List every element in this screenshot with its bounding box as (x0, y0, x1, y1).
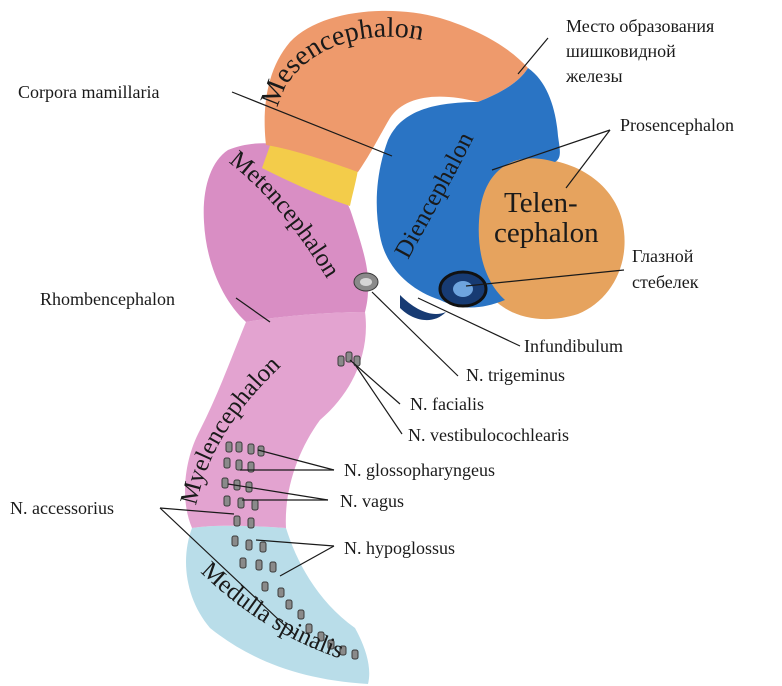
label-infundibulum: Infundibulum (524, 336, 623, 356)
label-optic-stalk-line2: стебелек (632, 272, 699, 292)
label-prosencephalon: Prosencephalon (620, 115, 734, 135)
label-pineal-line3: железы (565, 66, 623, 86)
label-optic-stalk-line1: Глазной (632, 246, 694, 266)
label-accessorius: N. accessorius (10, 498, 114, 518)
trigeminus-root (354, 273, 378, 291)
label-trigeminus: N. trigeminus (466, 365, 565, 385)
medulla-spinalis-shape (186, 526, 369, 684)
label-hypoglossus: N. hypoglossus (344, 538, 455, 558)
region-telencephalon-line2: cephalon (494, 217, 599, 249)
label-pineal-line1: Место образования (566, 16, 714, 36)
label-pineal-line2: шишковидной (566, 41, 676, 61)
region-telencephalon-line1: Telen- (504, 187, 578, 219)
label-corpora-mamillaria: Corpora mamillaria (18, 82, 159, 102)
label-vagus: N. vagus (340, 491, 404, 511)
label-glossopharyngeus: N. glossopharyngeus (344, 460, 495, 480)
optic-stalk-lumen (453, 281, 473, 297)
label-vestibulocochlearis: N. vestibulocochlearis (408, 425, 569, 445)
label-rhombencephalon: Rhombencephalon (40, 289, 175, 309)
label-facialis: N. facialis (410, 394, 484, 414)
